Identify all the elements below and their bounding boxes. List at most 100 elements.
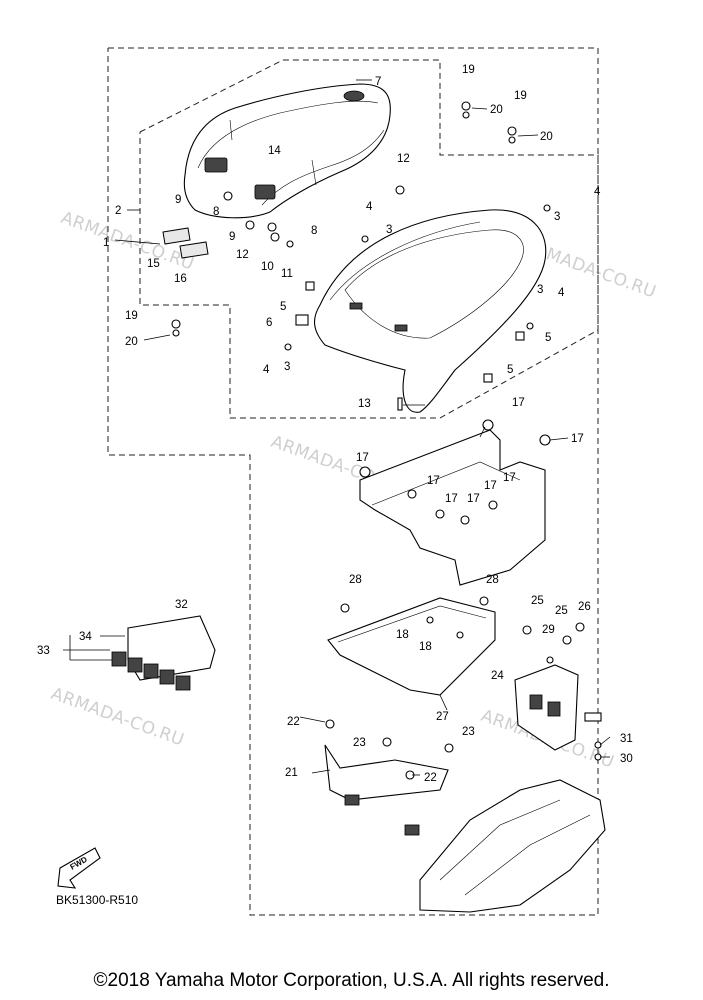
clip-29 [546,656,554,664]
callout-18a: 18 [396,629,409,641]
washer-3b [543,204,551,212]
callout-3c: 3 [537,284,543,296]
fwd-arrow-icon [57,847,101,889]
bolt-17c [359,466,371,478]
callout-27: 27 [436,711,449,723]
washer-20a [462,111,470,119]
rear-cowl [314,209,547,413]
pad-a [344,794,360,806]
washer-20c [172,329,180,337]
callout-28b: 28 [486,574,499,586]
callout-30: 30 [620,753,633,765]
callout-33: 33 [37,645,50,657]
bolt-19b [507,126,517,136]
bolt-17f [460,515,470,525]
seat-assembly [183,83,391,219]
bolt-28a [340,603,350,613]
washer-31 [594,741,602,749]
callout-22a: 22 [287,716,300,728]
callout-19c: 19 [125,310,138,322]
callout-9b: 9 [229,231,235,243]
frame-rib-2 [464,814,591,896]
callout-26: 26 [578,601,591,613]
callout-20c: 20 [125,336,138,348]
callout-23b: 23 [462,726,475,738]
bracket-21 [324,719,454,836]
bracket-body [359,429,546,586]
washer-3a [361,235,369,243]
callout-19b: 19 [514,90,527,102]
callout-17b: 17 [571,433,584,445]
callout-13: 13 [358,398,371,410]
relay-34d [159,669,175,685]
frame-rib-1 [439,799,561,881]
leader-lines [63,79,611,776]
bolt-26 [575,622,585,632]
nut-5b [515,331,525,341]
grommet-18a [426,616,434,624]
grommet-8b [267,222,277,232]
relay-34e [175,675,191,691]
bolt-17g [488,500,498,510]
callout-5a: 5 [280,301,286,313]
callout-25b: 25 [555,605,568,617]
callout-4d: 4 [263,364,270,376]
callout-5b: 5 [545,332,551,344]
rear-cowl-body [314,209,547,413]
bolt-17d [407,489,417,499]
rear-cowl-slot-1 [349,302,363,310]
damper-6 [295,314,309,326]
bolt-23b [444,743,454,753]
diagram-code: BK51300-R510 [56,893,139,907]
nut-5a [305,281,315,291]
callout-19a: 19 [462,64,475,76]
bracket-21-frame [324,744,449,801]
seat-handle-right [254,184,276,200]
seat-handle-left [204,157,228,173]
label-plate-16 [179,241,209,259]
pad-b [404,824,420,836]
grommet-22a [325,719,335,729]
bolt-12a [245,220,255,230]
callout-7: 7 [375,76,381,88]
seat-seam-2 [261,129,385,206]
connector [584,712,602,722]
callout-2: 2 [115,205,121,217]
relay-34b [127,657,143,673]
relay-assembly [111,615,216,691]
callout-20b: 20 [540,131,553,143]
grommet-18b [456,631,464,639]
washer-3d [284,343,292,351]
callout-22b: 22 [424,772,437,784]
plate-27 [327,596,496,696]
bolt-23a [382,737,392,747]
callout-15: 15 [147,258,160,270]
callout-9a: 9 [175,194,181,206]
bracket-24-hole-a [529,694,543,710]
watermark-4: ARMADA-CO.RU [48,684,187,751]
callout-8b: 8 [311,225,317,237]
callout-8a: 8 [213,206,219,218]
pin-13 [397,397,403,411]
frame-section [419,779,606,913]
callout-17c: 17 [356,452,369,464]
copyright-notice: ©2018 Yamaha Motor Corporation, U.S.A. A… [93,970,610,991]
bolt-25a [522,625,532,635]
callout-3a: 3 [554,211,560,223]
callout-4a: 4 [594,186,601,198]
seat-stitch-b [311,159,317,186]
callout-20a: 20 [490,104,503,116]
seat-hardware [171,101,551,411]
fwd-arrow-group: FWD [57,847,101,889]
bolt-17b [539,434,551,446]
callout-34: 34 [79,631,92,643]
callout-17d: 17 [427,475,440,487]
callout-23a: 23 [353,737,366,749]
callout-11: 11 [281,268,293,280]
callout-17h: 17 [467,493,480,505]
callout-21: 21 [285,767,298,779]
callout-25a: 25 [531,595,544,607]
bolt-17a [482,419,494,431]
grommet-8a [223,191,233,201]
callout-5c: 5 [507,364,513,376]
